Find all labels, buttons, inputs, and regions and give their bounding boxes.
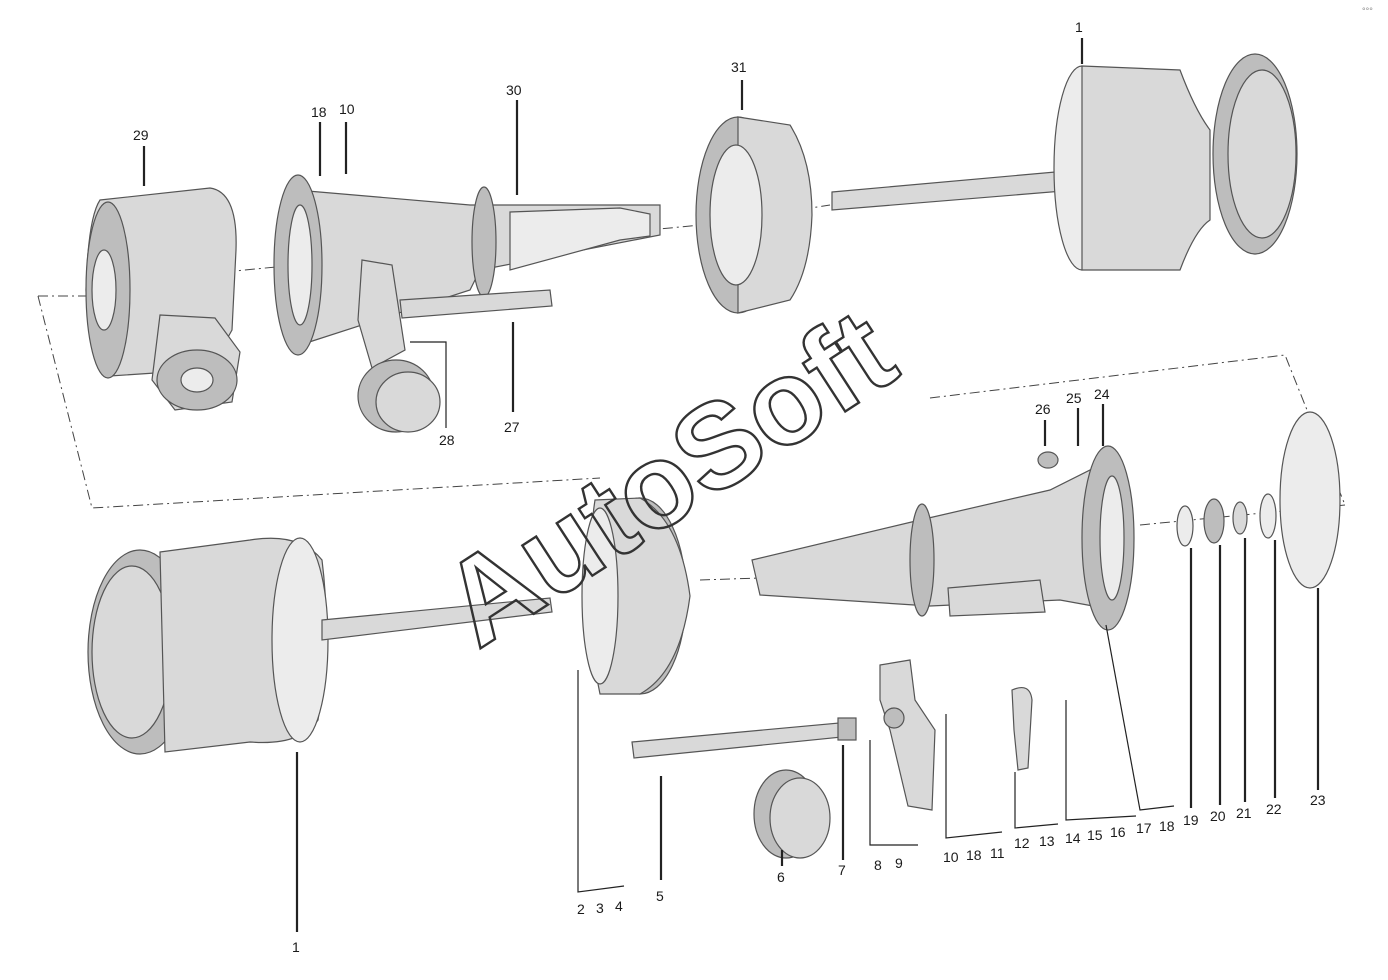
callout-5: 5 [656, 888, 664, 904]
callout-19: 19 [1183, 812, 1199, 828]
callout-26: 26 [1035, 401, 1051, 417]
axle-housing-30 [273, 174, 661, 369]
callout-18-top: 18 [311, 104, 327, 120]
callout-28: 28 [439, 432, 455, 448]
callout-17: 17 [1136, 820, 1152, 836]
callout-9: 9 [895, 855, 903, 871]
axle-housing-24 [751, 445, 1135, 631]
callout-24: 24 [1094, 386, 1110, 402]
gear-housing-29 [85, 187, 241, 411]
wheel-hub-1-bottom [87, 537, 553, 755]
callout-10: 10 [943, 849, 959, 865]
callout-29: 29 [133, 127, 149, 143]
callout-30: 30 [506, 82, 522, 98]
wheel-hub-1-top [831, 53, 1298, 271]
callout-23: 23 [1310, 792, 1326, 808]
callout-22: 22 [1266, 801, 1282, 817]
slack-adjuster-12-13 [1011, 687, 1033, 771]
callout-18-b: 18 [1159, 818, 1175, 834]
callout-31: 31 [731, 59, 747, 75]
callout-27: 27 [504, 419, 520, 435]
brake-chamber-6 [753, 769, 831, 859]
callout-12: 12 [1014, 835, 1030, 851]
callout-3: 3 [596, 900, 604, 916]
callout-15: 15 [1087, 827, 1103, 843]
callout-10-top: 10 [339, 101, 355, 117]
callout-20: 20 [1210, 808, 1226, 824]
callout-1-top: 1 [1075, 19, 1083, 35]
callout-16: 16 [1110, 824, 1126, 840]
callout-14: 14 [1065, 830, 1081, 846]
callout-4: 4 [615, 898, 623, 914]
callouts: 1 31 30 29 18 10 28 27 26 25 24 1 2 3 4 … [133, 19, 1326, 955]
corner-mark: °°° [1362, 6, 1373, 16]
callout-1-bottom: 1 [292, 939, 300, 955]
callout-25: 25 [1066, 390, 1082, 406]
callout-6: 6 [777, 869, 785, 885]
callout-18: 18 [966, 847, 982, 863]
callout-13: 13 [1039, 833, 1055, 849]
brake-chamber-28 [357, 359, 441, 433]
brake-assembly-2-4 [581, 497, 691, 695]
camshaft-5 [631, 717, 857, 759]
callout-2: 2 [577, 901, 585, 917]
brake-assembly-31 [695, 116, 813, 314]
callout-8: 8 [874, 857, 882, 873]
bracket-8-9 [879, 659, 936, 811]
callout-7: 7 [838, 862, 846, 878]
callout-11: 11 [990, 845, 1005, 861]
callout-21: 21 [1236, 805, 1252, 821]
leader-lines [142, 38, 1320, 932]
bearings-seals-19-23 [1176, 411, 1341, 589]
